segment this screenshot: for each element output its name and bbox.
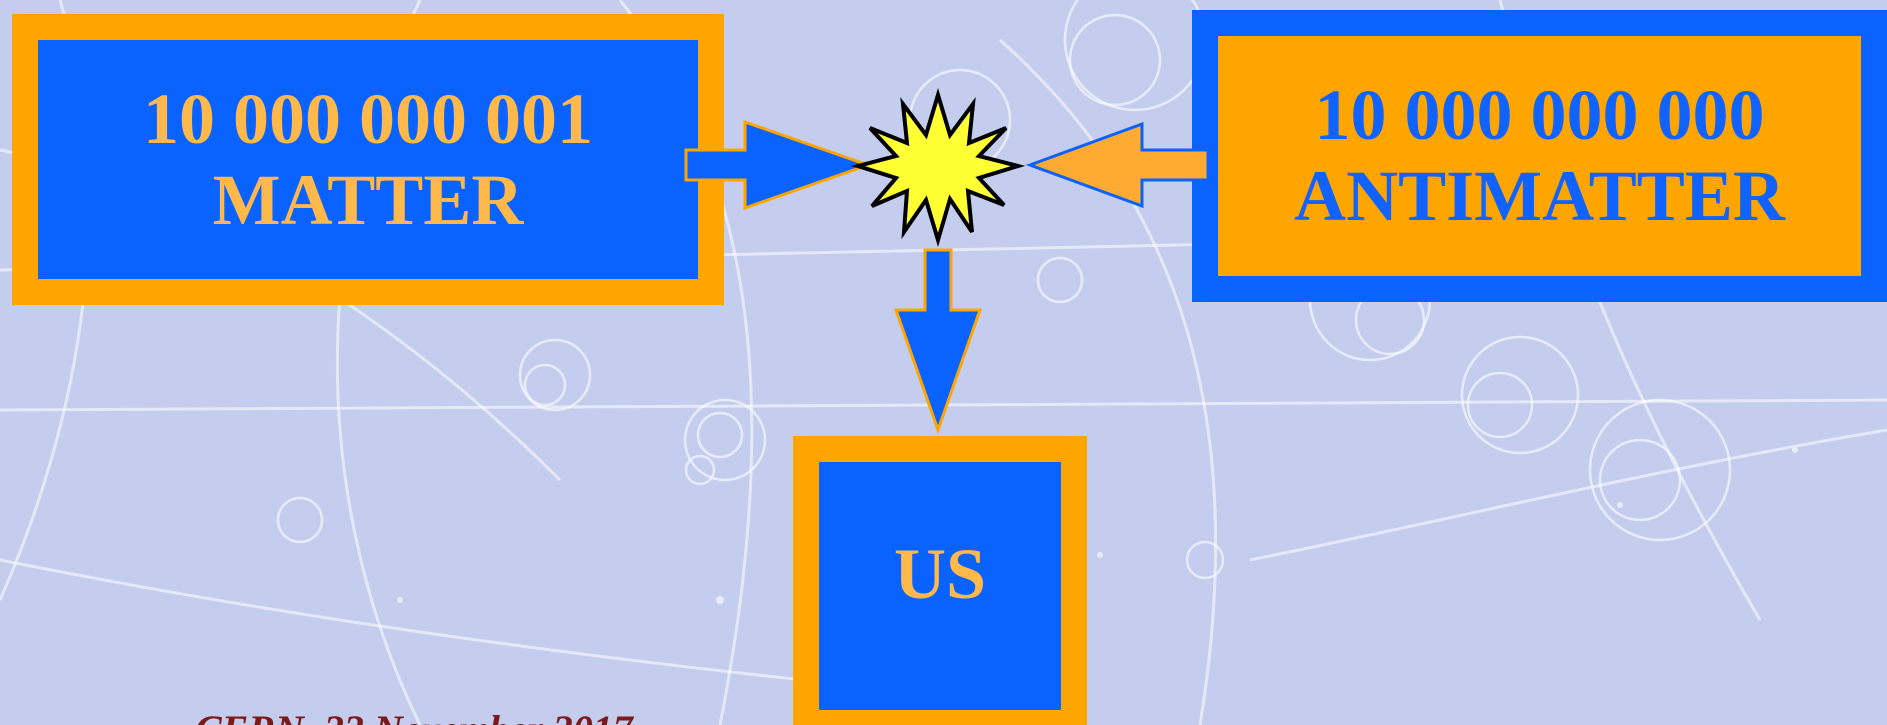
result-box: US (793, 436, 1087, 725)
antimatter-count: 10 000 000 000 (1315, 75, 1765, 156)
matter-label: MATTER (213, 160, 524, 241)
antimatter-box: 10 000 000 000 ANTIMATTER (1192, 10, 1887, 302)
matter-box: 10 000 000 001 MATTER (12, 14, 724, 305)
footer-text: CERN, 22 November 2017 (195, 706, 633, 725)
result-label: US (894, 534, 986, 615)
matter-count: 10 000 000 001 (143, 79, 593, 160)
antimatter-label: ANTIMATTER (1294, 156, 1785, 237)
